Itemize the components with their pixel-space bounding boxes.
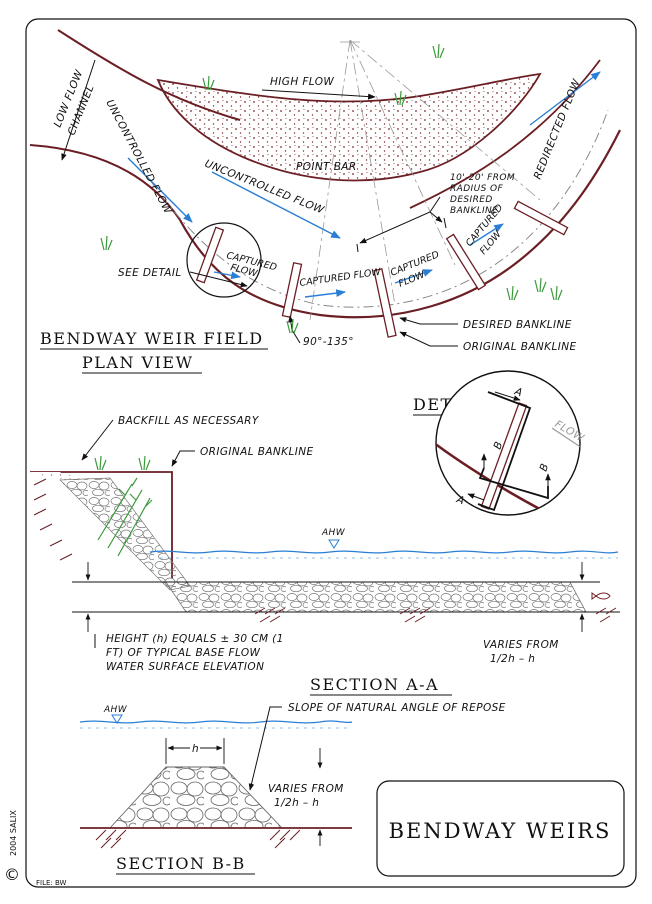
section-b-weir	[108, 766, 284, 829]
section-b-title: SECTION B-B	[116, 854, 246, 873]
section-a-bank-hatch	[33, 478, 73, 561]
section-a-weir	[165, 581, 587, 613]
section-a-cut-line	[477, 391, 532, 512]
section-a-willow-stakes	[94, 455, 153, 557]
section-b-b: AHW SLOPE OF NATURAL ANGLE OF REPOSE h V…	[79, 702, 506, 875]
plan-view: LOW FLOW CHANNEL UNCONTROLLED FLOW UNCON…	[29, 29, 621, 374]
original-bankline-leader	[399, 331, 458, 347]
redirected-flow-arrow	[529, 71, 601, 126]
weir-5	[513, 200, 569, 236]
section-b-water-surface	[79, 720, 353, 724]
desired-bankline	[149, 109, 609, 308]
section-a-ahw-label: AHW	[321, 528, 346, 538]
radius-note-leader-1	[359, 196, 441, 244]
high-flow-label: HIGH FLOW	[270, 76, 334, 88]
weir-1	[195, 226, 225, 284]
high-flow-arrow	[261, 89, 376, 100]
section-a-bed-hatch	[254, 607, 617, 623]
captured-flow-arrow-2	[394, 269, 433, 284]
weir-2	[281, 261, 303, 319]
grass-tufts-plan	[100, 43, 563, 334]
captured-flow-label-1: CAPTURED FLOW	[299, 267, 382, 289]
section-b-bed-hatch	[95, 829, 301, 849]
radius-note-line-2: RADIUS OF	[450, 184, 503, 194]
angle-label: 90°-135°	[303, 336, 354, 348]
point-bar	[156, 72, 542, 182]
h-dimension-label: h	[192, 743, 199, 755]
section-b-cut-line	[478, 467, 549, 500]
radius-line-1	[349, 39, 396, 306]
see-detail-circle	[186, 222, 262, 298]
plan-title-line-1: BENDWAY WEIR FIELD	[40, 329, 264, 348]
section-a-varies-line-2: 1/2h – h	[490, 653, 535, 665]
height-note-line-1: HEIGHT (h) EQUALS ± 30 CM (1	[106, 633, 284, 645]
original-bankline-a-leader	[171, 450, 195, 467]
redirected-flow-label: REDIRECTED FLOW	[532, 77, 583, 181]
section-b-ahw-label: AHW	[103, 705, 128, 715]
uncontrolled-flow-label-1: UNCONTROLLED FLOW	[103, 98, 174, 217]
fish-icon	[591, 592, 611, 600]
radius-note-line-3: DESIRED	[450, 195, 493, 205]
weir-4	[445, 233, 487, 291]
copyright-year-salix: 2004 SALIX	[9, 810, 18, 856]
uncontrolled-flow-arrow-1	[127, 157, 193, 223]
plan-title-line-2: PLAN VIEW	[82, 353, 194, 372]
detail-label-a-top: A	[512, 385, 524, 399]
captured-flow-arrow-1	[304, 289, 346, 298]
weir-3	[373, 268, 397, 338]
detail-view: DETAIL A A B B FLOW	[413, 370, 586, 516]
section-a-water-surface	[149, 550, 619, 554]
title-block-title: BENDWAY WEIRS	[389, 819, 612, 843]
title-block-frame	[376, 780, 625, 877]
height-note-line-2: FT) OF TYPICAL BASE FLOW	[106, 647, 261, 659]
file-label: FILE: BW	[36, 879, 67, 887]
section-b-varies-line-2: 1/2h – h	[274, 797, 319, 809]
low-flow-bank-top	[57, 29, 241, 121]
original-bankline-a-label: ORIGINAL BANKLINE	[200, 446, 313, 458]
footer: © 2004 SALIX FILE: BW	[4, 810, 67, 887]
section-a-title: SECTION A-A	[310, 675, 439, 694]
backfill-label: BACKFILL AS NECESSARY	[118, 415, 260, 427]
section-b-varies-line-1: VARIES FROM	[268, 783, 344, 795]
section-a-varies-line-1: VARIES FROM	[483, 639, 559, 651]
see-detail-label: SEE DETAIL	[118, 267, 182, 279]
right-bank-upper	[409, 59, 601, 209]
radius-note-line-4: BANKLINE	[450, 206, 498, 216]
slope-label: SLOPE OF NATURAL ANGLE OF REPOSE	[288, 702, 506, 714]
point-bar-label: POINT BAR	[296, 161, 357, 173]
desired-bankline-label: DESIRED BANKLINE	[463, 319, 572, 331]
original-bankline-label: ORIGINAL BANKLINE	[463, 341, 576, 353]
desired-bankline-leader	[399, 317, 458, 325]
title-block: BENDWAY WEIRS	[376, 780, 625, 877]
detail-label-b-left: B	[492, 440, 506, 451]
low-flow-leader	[61, 59, 96, 161]
radius-line-3	[349, 39, 456, 266]
slope-leader	[248, 706, 282, 791]
radius-line-4	[349, 39, 541, 201]
captured-flow-arrow-3	[469, 223, 504, 246]
original-bankline	[179, 129, 621, 319]
detail-label-a-bottom: A	[454, 493, 466, 507]
section-a-a: BACKFILL AS NECESSARY ORIGINAL BANKLINE …	[30, 415, 620, 696]
low-flow-bank-left	[29, 144, 181, 221]
captured-flow-arrow-detail	[213, 271, 241, 280]
radius-note-line-1: 10'-20' FROM	[450, 173, 515, 183]
height-note-line-3: WATER SURFACE ELEVATION	[106, 661, 264, 673]
section-a-original-bankline	[30, 471, 173, 586]
detail-label-b-right: B	[538, 462, 552, 473]
radius-line-2	[309, 39, 351, 321]
sheet-border	[25, 18, 637, 888]
copyright-symbol: ©	[4, 865, 20, 884]
see-detail-leader	[189, 271, 248, 288]
radius-note-leader-2	[429, 211, 443, 223]
uncontrolled-flow-arrow-2	[211, 171, 341, 239]
backfill-leader	[81, 419, 114, 461]
